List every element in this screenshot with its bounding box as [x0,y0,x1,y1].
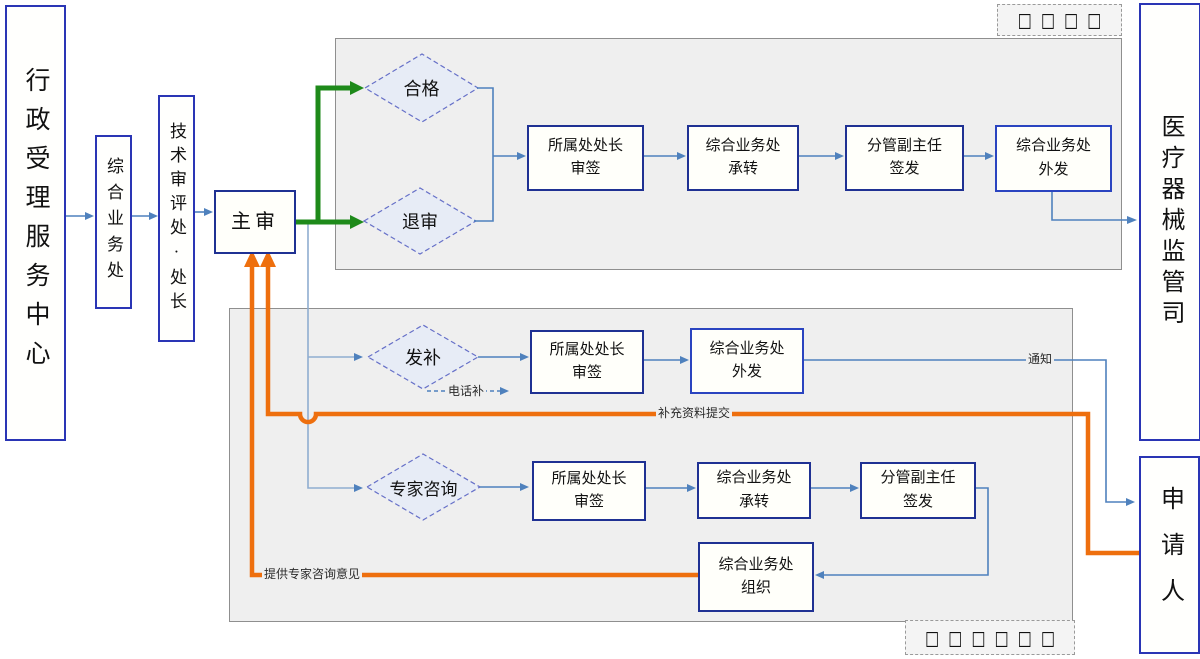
flow-node-business-office-organize: 综合业务处 组织 [698,542,814,612]
flow-node-chief-reviewer: 主审 [214,190,296,254]
orange-flow [249,258,1139,578]
flow-node-top-deputy-director-issue: 分管副主任 签发 [845,125,964,191]
decision-hege-text: 合格 [403,79,440,99]
legend-top: □□□□ [997,4,1122,36]
blue-arrowheads [85,152,1137,579]
decision-diamond-shapes [362,53,482,521]
flow-node-admin-service-center-label: 行政受理服务中心 [22,67,49,379]
flow-node-chief-reviewer-label: 主审 [231,210,279,233]
flow-node-technical-review-office-label: 技术审评处·处长 [167,121,186,316]
flow-node-mid-business-office-dispatch: 综合业务处 外发 [690,328,804,394]
flow-node-top-business-office-transfer-label: 综合业务处 承转 [705,137,781,177]
flow-node-mid-business-office-dispatch-label: 综合业务处 外发 [709,340,785,380]
flow-node-low-business-office-transfer: 综合业务处 承转 [697,462,811,519]
flow-node-technical-review-office: 技术审评处·处长 [158,95,195,342]
orange-supplement-path [265,258,1139,556]
edge-label-notify: 通知 [1026,352,1055,367]
diamond-fabu [366,324,480,390]
flow-node-top-deputy-director-issue-label: 分管副主任 签发 [866,137,942,177]
flow-node-device-supervision-dept-label: 医疗器械监管司 [1157,113,1183,331]
green-flow [292,85,352,225]
orange-expert-opinion-path [249,258,698,578]
green-arrowheads [350,81,364,229]
decision-tuishen-text: 退审 [402,212,438,232]
legend-bottom-placeholder-text: □□□□□□ [924,625,1065,650]
flow-node-top-business-office-transfer: 综合业务处 承转 [687,125,799,191]
flow-node-comprehensive-business-office-label: 综合业务处 [104,157,123,287]
flow-node-admin-service-center: 行政受理服务中心 [5,5,66,441]
flow-node-top-business-office-dispatch: 综合业务处 外发 [995,125,1112,192]
flow-node-comprehensive-business-office: 综合业务处 [95,135,132,309]
legend-bottom: □□□□□□ [905,620,1075,655]
edge-label-expert-opinion: 提供专家咨询意见 [262,567,363,582]
edge-label-supplement-submit: 补充资料提交 [656,406,733,421]
decision-fabu-text: 发补 [405,348,441,368]
flow-node-low-business-office-transfer-label: 综合业务处 承转 [716,470,792,510]
decision-tuishen-label: 退审 [364,188,476,254]
flow-node-low-deputy-director-issue: 分管副主任 签发 [860,462,976,519]
blue-connectors [62,87,1127,576]
flow-node-top-division-chief-sign: 所属处处长 审签 [527,125,644,191]
flow-node-low-division-chief-sign: 所属处处长 审签 [532,461,646,521]
edge-label-phone-supplement: 电话补 [446,384,487,399]
decision-fabu-label: 发补 [368,325,478,389]
flow-node-top-business-office-dispatch-label: 综合业务处 外发 [1015,138,1091,178]
flow-node-business-office-organize-label: 综合业务处 组织 [718,556,794,596]
flow-node-mid-division-chief-sign-label: 所属处处长 审签 [549,341,625,381]
flow-node-applicant: 申请人 [1139,456,1200,654]
zhushen-branch-line [307,224,354,489]
flow-node-low-division-chief-sign-label: 所属处处长 审签 [551,470,627,510]
flow-node-mid-division-chief-sign: 所属处处长 审签 [530,330,644,394]
orange-arrowheads [244,250,276,267]
flow-node-device-supervision-dept: 医疗器械监管司 [1139,3,1200,441]
decision-zhuanjia-label: 专家咨询 [367,454,480,520]
flow-node-low-deputy-director-issue-label: 分管副主任 签发 [880,470,956,510]
legend-top-placeholder-text: □□□□ [1017,8,1111,32]
decision-hege-label: 合格 [365,54,478,122]
flow-node-applicant-label: 申请人 [1156,486,1183,624]
flow-node-top-division-chief-sign-label: 所属处处长 审签 [547,137,623,177]
decision-zhuanjia-text: 专家咨询 [389,479,458,499]
